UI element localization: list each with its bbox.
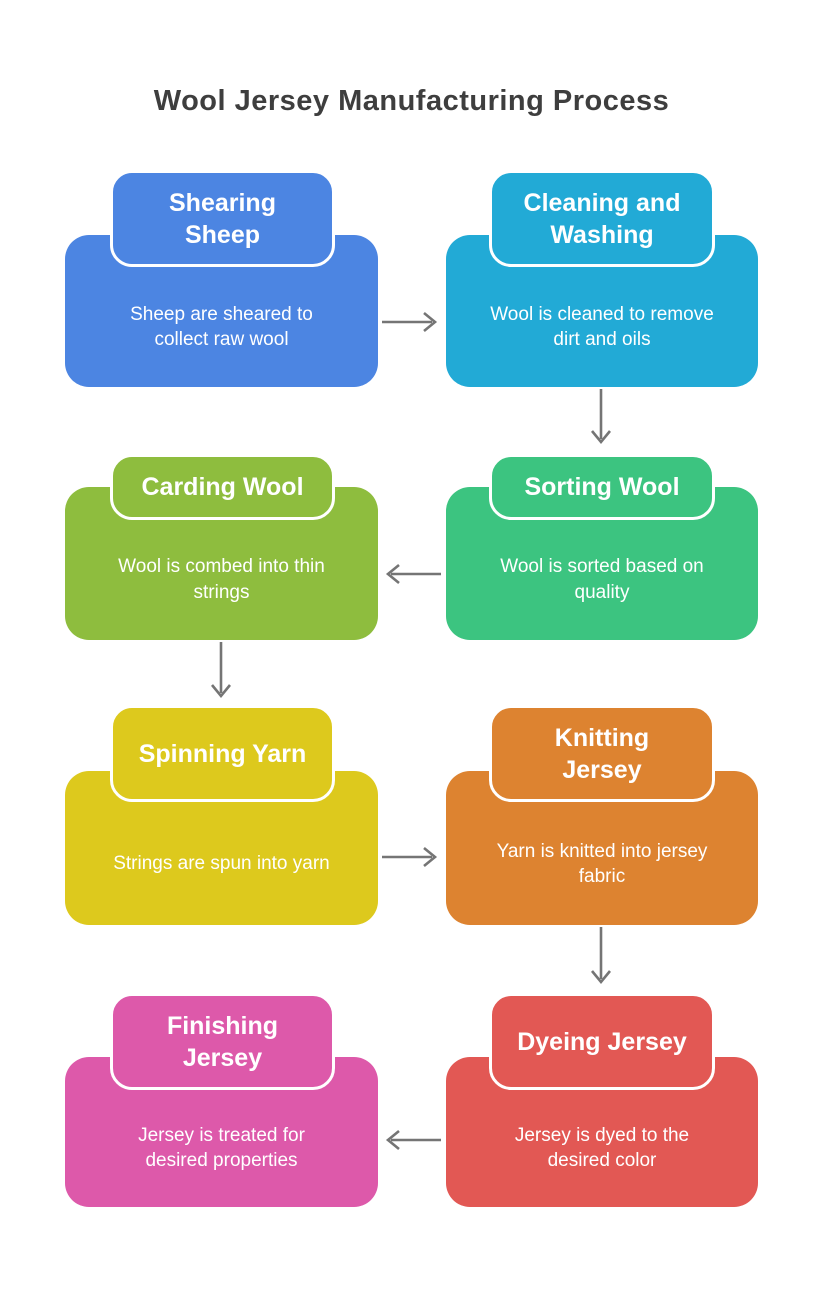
node-description: Sheep are sheared to collect raw wool [130,303,313,350]
arrow-knitting-to-dyeing-icon [589,927,613,988]
arrow-sorting-to-carding-icon [382,562,442,586]
node-description: Wool is sorted based on quality [500,556,704,603]
node-description: Wool is cleaned to remove dirt and oils [490,303,714,350]
node-title-tab: Shearing Sheep [110,170,335,267]
node-title-tab: Sorting Wool [489,454,715,520]
arrow-shearing-to-cleaning-icon [381,310,441,334]
node-title: Cleaning and Washing [523,188,681,249]
arrow-spinning-to-knitting-icon [381,845,441,869]
arrow-carding-to-spinning-icon [209,642,233,702]
node-title: Shearing Sheep [169,188,276,249]
node-title-tab: Knitting Jersey [489,705,715,802]
node-title-tab: Dyeing Jersey [489,993,715,1090]
node-description: Yarn is knitted into jersey fabric [496,840,708,887]
diagram-title: Wool Jersey Manufacturing Process [153,85,670,118]
node-title: Finishing Jersey [166,1011,279,1072]
node-title: Knitting Jersey [554,723,650,784]
node-description: Wool is combed into thin strings [118,556,325,603]
arrow-dyeing-to-finishing-icon [382,1128,442,1152]
node-title: Carding Wool [141,473,304,501]
node-title: Sorting Wool [524,473,680,501]
node-title-tab: Finishing Jersey [110,993,335,1090]
arrow-cleaning-to-sorting-icon [589,389,613,448]
node-title-tab: Spinning Yarn [110,705,335,802]
node-description: Jersey is treated for desired properties [138,1124,305,1171]
node-title: Dyeing Jersey [517,1027,687,1056]
node-title: Spinning Yarn [138,739,307,768]
node-title-tab: Carding Wool [110,454,335,520]
node-title-tab: Cleaning and Washing [489,170,715,267]
node-description: Strings are spun into yarn [113,853,330,875]
node-description: Jersey is dyed to the desired color [514,1124,690,1171]
